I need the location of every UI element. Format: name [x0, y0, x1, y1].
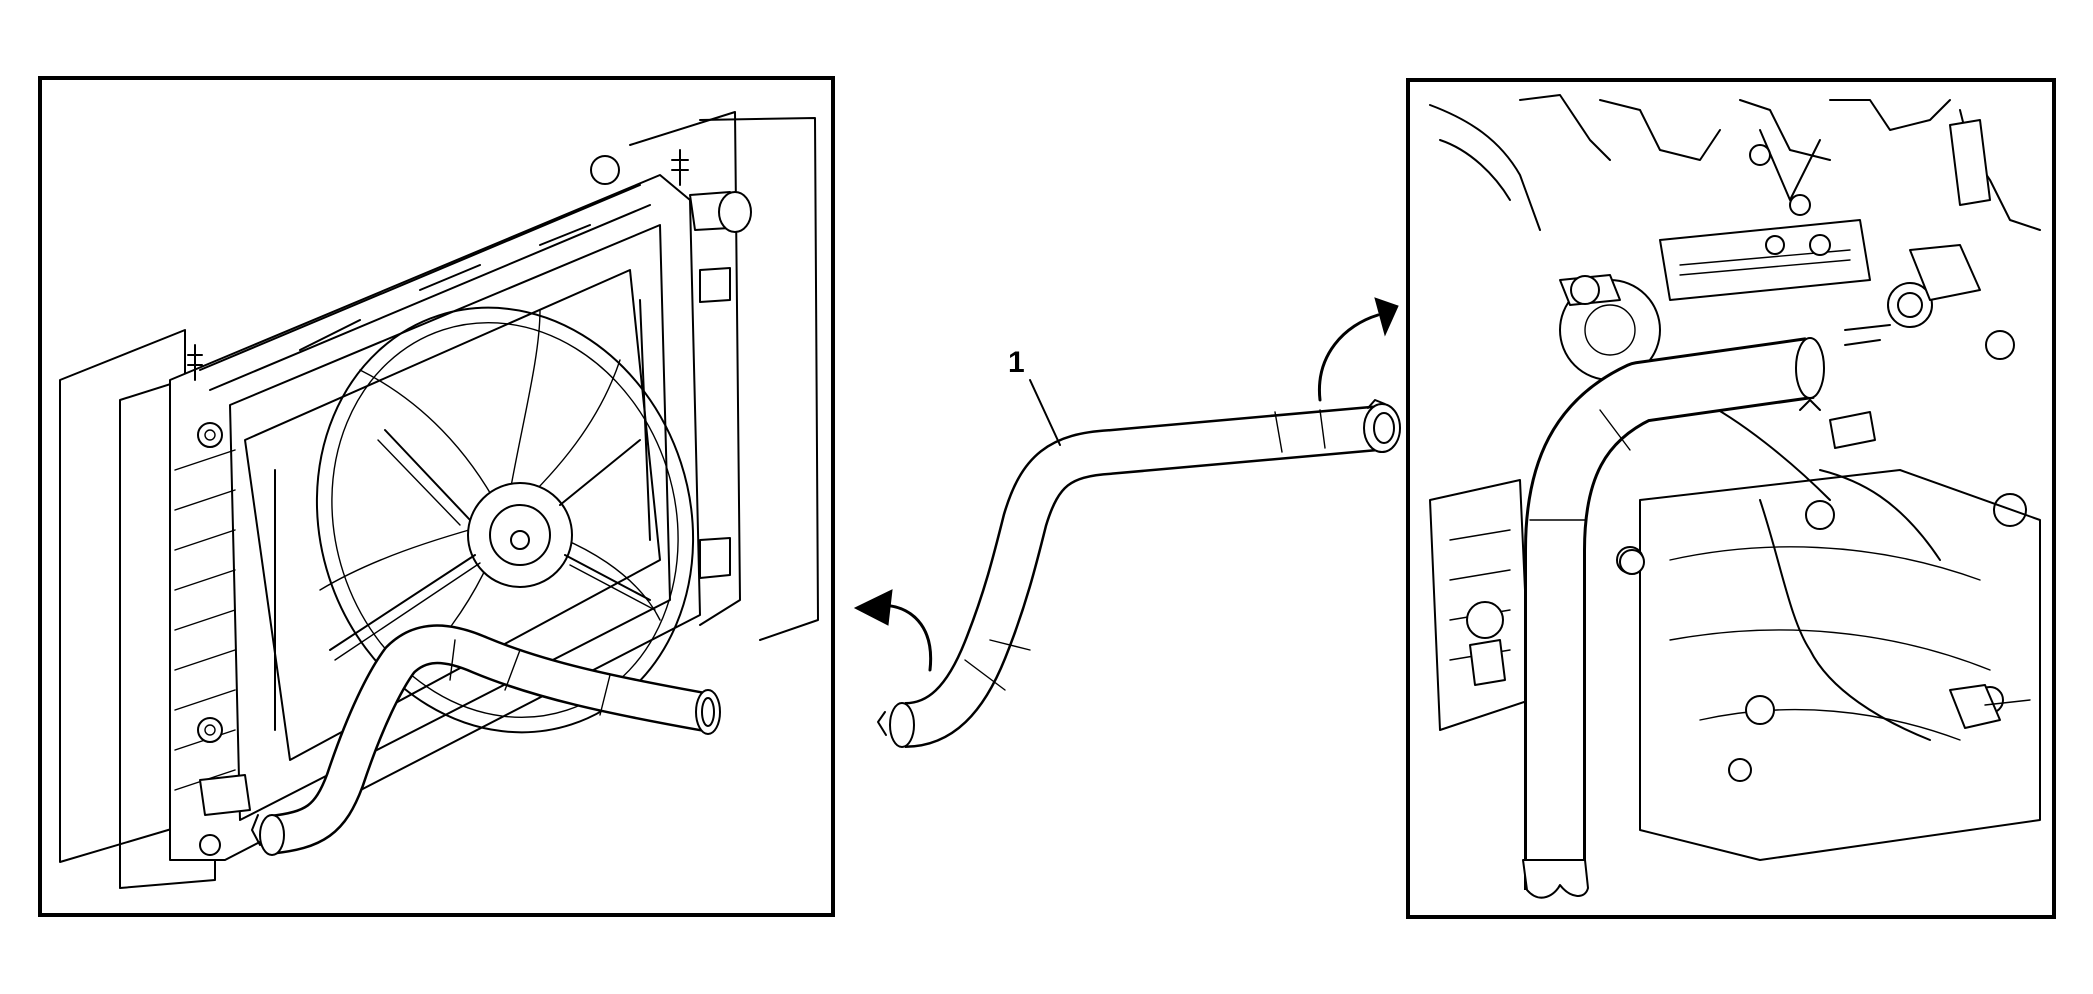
right-panel-frame	[1406, 78, 2056, 919]
right-panel	[1406, 78, 2056, 919]
left-panel	[38, 76, 835, 917]
radiator	[169, 149, 752, 861]
arrow-to-left-panel	[853, 589, 933, 672]
cooling-fan	[315, 306, 695, 734]
left-panel-hose	[251, 624, 721, 856]
callout-label-1: 1	[1008, 346, 1025, 379]
right-panel-hose	[1522, 324, 1891, 899]
arrow-to-right-panel	[1317, 297, 1399, 402]
center-hose-assembly: 1	[877, 346, 1401, 748]
callout-leader-1	[1029, 379, 1061, 446]
